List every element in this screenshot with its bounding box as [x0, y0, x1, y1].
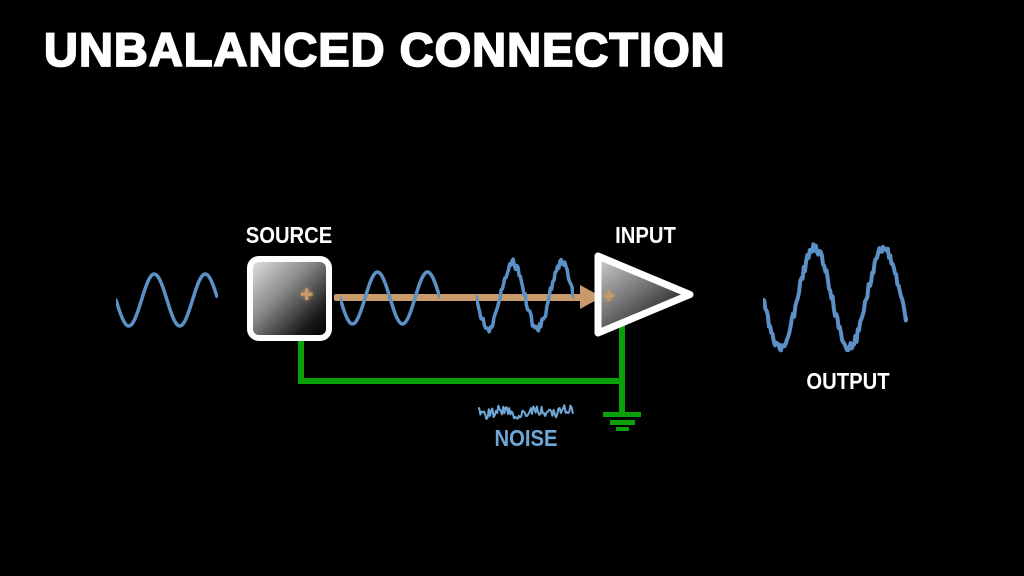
- input-amplifier-triangle: [594, 252, 694, 337]
- input-polarity-plus-icon: ✚: [603, 288, 615, 304]
- noise-squiggle-waveform: [478, 404, 574, 420]
- ground-wire-horizontal: [298, 378, 625, 384]
- ground-wire-input-drop: [619, 318, 625, 413]
- input-label: INPUT: [615, 222, 676, 248]
- ground-symbol-bar-1: [603, 412, 641, 417]
- ground-symbol-bar-2: [610, 420, 635, 425]
- noise-label: NOISE: [494, 425, 558, 451]
- cable-clean-waveform: [340, 270, 440, 326]
- signal-arrow-shaft: [334, 294, 582, 301]
- cable-noisy-waveform: [476, 257, 574, 334]
- slide-title: UNBALANCED CONNECTION: [43, 22, 726, 77]
- ground-wire-source-drop: [298, 338, 304, 384]
- source-box: [247, 256, 332, 341]
- source-polarity-plus-icon: ✚: [300, 287, 314, 304]
- source-label: SOURCE: [245, 222, 333, 248]
- output-label: OUTPUT: [806, 368, 890, 394]
- output-noisy-waveform: [763, 242, 908, 353]
- source-clean-waveform: [116, 272, 218, 328]
- ground-symbol-bar-3: [616, 427, 629, 431]
